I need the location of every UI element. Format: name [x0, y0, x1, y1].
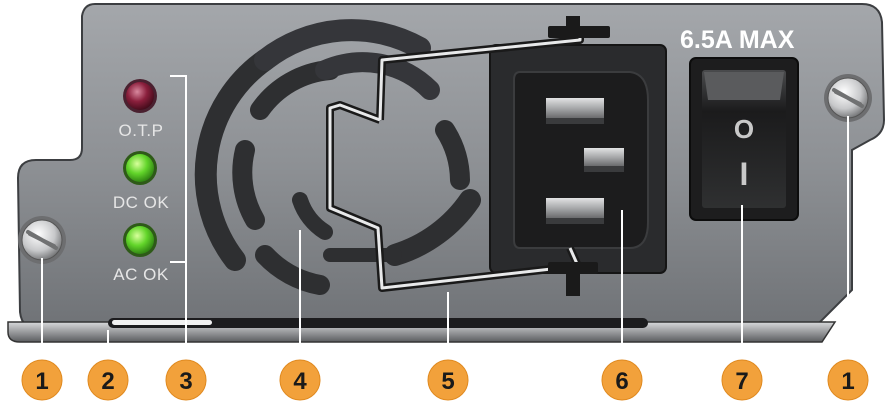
callout-4: 4 — [279, 359, 321, 401]
power-switch[interactable]: O I — [689, 57, 799, 221]
switch-off-symbol: O — [734, 114, 754, 144]
svg-text:1: 1 — [35, 368, 48, 395]
svg-text:3: 3 — [179, 368, 192, 395]
retention-clip — [326, 16, 610, 296]
callout-5: 5 — [427, 359, 469, 401]
svg-text:6: 6 — [615, 368, 628, 395]
callout-2: 2 — [87, 359, 129, 401]
switch-on-symbol: I — [740, 156, 749, 192]
callout-1-right: 1 — [827, 359, 869, 401]
svg-text:4: 4 — [293, 368, 307, 395]
callout-6: 6 — [601, 359, 643, 401]
svg-text:1: 1 — [841, 368, 854, 395]
screw-right[interactable] — [824, 74, 872, 122]
svg-text:5: 5 — [441, 368, 454, 395]
callouts: 1 2 3 4 5 6 7 1 — [21, 359, 869, 401]
led-otp-label: O.T.P — [118, 121, 163, 140]
ac-receptacle — [489, 44, 667, 274]
led-bracket — [170, 75, 187, 263]
callout-7: 7 — [721, 359, 763, 401]
led-otp — [123, 79, 157, 113]
led-ac-ok — [123, 223, 157, 257]
prong-bottom — [546, 198, 604, 218]
rail-slot — [108, 318, 648, 328]
fan-grille — [194, 19, 481, 295]
screw-left[interactable] — [18, 216, 66, 264]
rail-slot-highlight — [112, 320, 212, 325]
callout-3: 3 — [165, 359, 207, 401]
rating-label: 6.5A MAX — [680, 26, 795, 54]
leader-lines — [41, 116, 849, 358]
svg-text:7: 7 — [735, 368, 748, 395]
led-dc-ok — [123, 151, 157, 185]
svg-text:2: 2 — [101, 368, 114, 395]
led-dc-ok-label: DC OK — [113, 193, 170, 212]
callout-1-left: 1 — [21, 359, 63, 401]
prong-middle — [584, 148, 624, 166]
led-ac-ok-label: AC OK — [113, 265, 169, 284]
prong-top — [546, 98, 604, 118]
